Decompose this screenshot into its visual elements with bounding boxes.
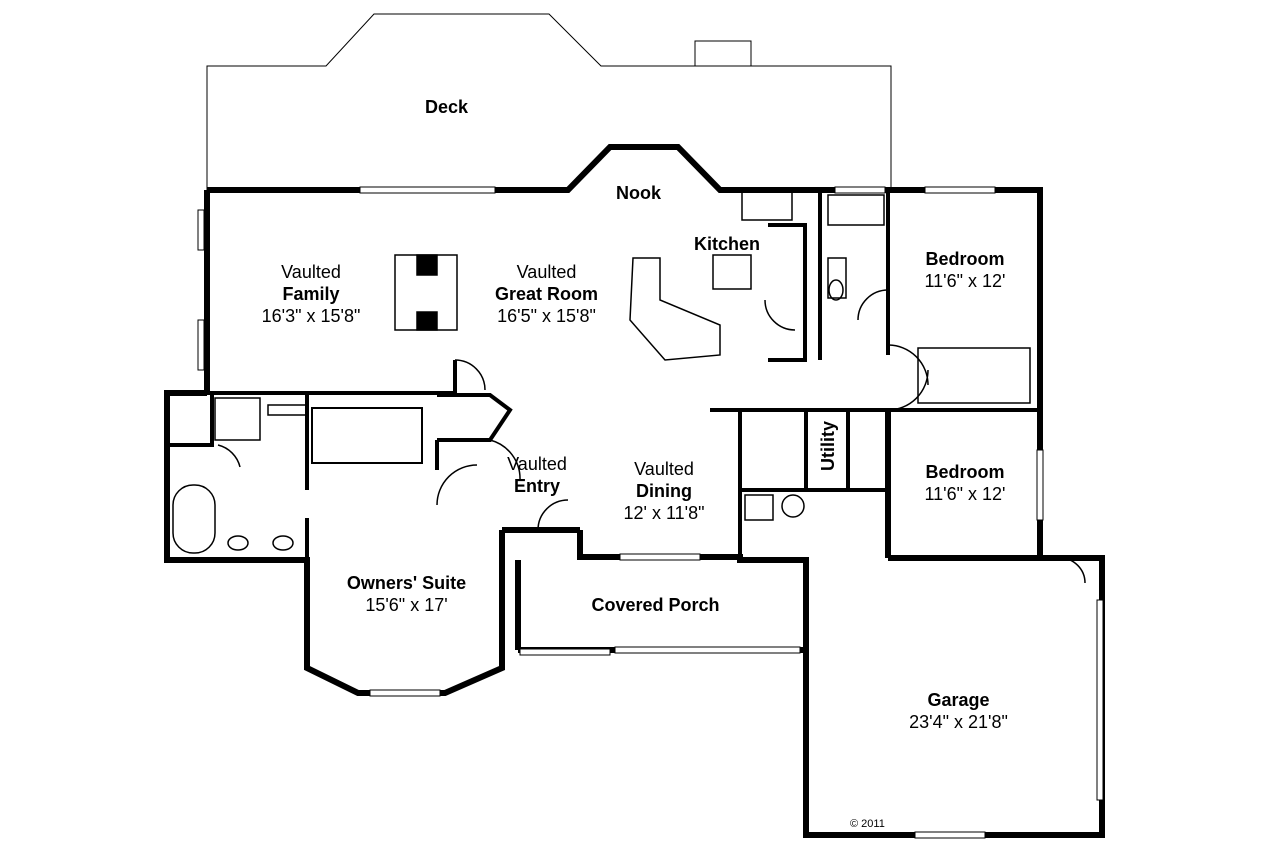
room-bedroom-1: Bedroom 11'6" x 12' xyxy=(914,248,1016,292)
room-name: Utility xyxy=(818,420,838,471)
room-prefix: Vaulted xyxy=(507,454,567,474)
deck-outline xyxy=(206,13,892,190)
room-prefix: Vaulted xyxy=(281,262,341,282)
room-name: Owners' Suite xyxy=(346,573,467,593)
room-name: Great Room xyxy=(494,284,599,304)
room-name: Covered Porch xyxy=(591,595,720,615)
room-covered-porch: Covered Porch xyxy=(578,594,733,616)
room-deck: Deck xyxy=(425,96,468,118)
room-name: Dining xyxy=(636,481,692,501)
room-prefix: Vaulted xyxy=(634,459,694,479)
room-kitchen: Kitchen xyxy=(694,233,760,255)
room-dims: 11'6" x 12' xyxy=(924,484,1006,504)
room-entry: Vaulted Entry xyxy=(497,453,577,497)
room-name: Kitchen xyxy=(694,234,761,254)
room-dims: 12' x 11'8" xyxy=(623,503,705,523)
doors xyxy=(217,289,1086,584)
room-great-room: Vaulted Great Room 16'5" x 15'8" xyxy=(484,261,609,327)
room-name: Deck xyxy=(425,97,469,117)
room-utility: Utility xyxy=(817,420,839,471)
room-bedroom-2: Bedroom 11'6" x 12' xyxy=(914,461,1016,505)
room-dims: 15'6" x 17' xyxy=(365,595,448,615)
room-nook: Nook xyxy=(616,182,661,204)
room-dims: 11'6" x 12' xyxy=(924,271,1006,291)
room-name: Entry xyxy=(513,476,560,496)
interior-walls xyxy=(167,190,1040,560)
room-dims: 16'5" x 15'8" xyxy=(497,306,596,326)
room-name: Garage xyxy=(927,690,990,710)
windows xyxy=(197,186,1104,839)
room-family: Vaulted Family 16'3" x 15'8" xyxy=(250,261,372,327)
fixtures xyxy=(172,191,1031,554)
room-prefix: Vaulted xyxy=(516,262,577,282)
room-owners-suite: Owners' Suite 15'6" x 17' xyxy=(334,572,479,616)
room-name: Family xyxy=(282,284,340,304)
room-garage: Garage 23'4" x 21'8" xyxy=(896,689,1021,733)
room-name: Bedroom xyxy=(925,249,1005,269)
room-dims: 16'3" x 15'8" xyxy=(261,306,361,326)
copyright-notice: © 2011 xyxy=(850,818,885,830)
room-dining: Vaulted Dining 12' x 11'8" xyxy=(615,458,713,524)
room-dims: 23'4" x 21'8" xyxy=(909,712,1008,732)
room-name: Nook xyxy=(616,183,661,203)
room-name: Bedroom xyxy=(925,462,1005,482)
